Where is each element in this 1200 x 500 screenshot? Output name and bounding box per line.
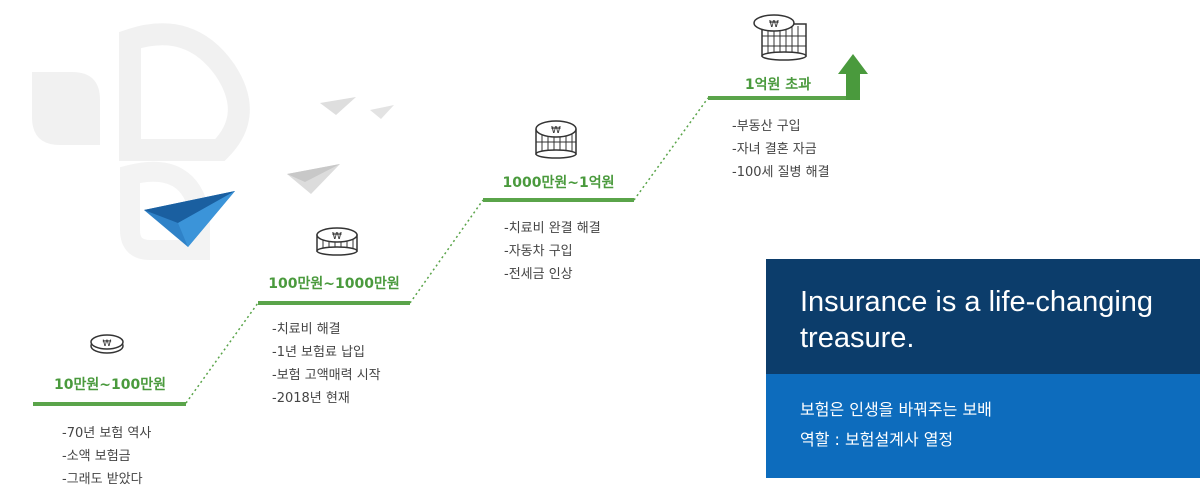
paper-plane-icon xyxy=(287,164,340,194)
svg-text:₩: ₩ xyxy=(551,125,561,136)
list-item: -치료비 완결 해결 xyxy=(504,221,601,236)
banner-text: 보험은 인생을 바꿔주는 보배 역할 : 보험설계사 열정 xyxy=(800,395,992,455)
step-1-list: -70년 보험 역사 -소액 보험금 -그래도 받았다 xyxy=(62,422,151,491)
list-item: -그래도 받았다 xyxy=(62,472,143,487)
svg-text:₩: ₩ xyxy=(769,19,779,30)
banner-bottom xyxy=(766,374,1200,478)
step-3-line xyxy=(483,198,634,202)
coin-stack-icon: ₩ xyxy=(90,334,124,354)
list-item: -70년 보험 역사 xyxy=(62,426,152,441)
list-item: -보험 고액매력 시작 xyxy=(272,368,381,383)
step-2-line xyxy=(258,301,410,305)
step-4-label: 1억원 초과 xyxy=(744,77,812,93)
step-4-list: -부동산 구입 -자녀 결혼 자금 -100세 질병 해결 xyxy=(732,115,830,184)
step-3-list: -치료비 완결 해결 -자동차 구입 -전세금 인상 xyxy=(504,217,601,286)
list-item: -1년 보험료 납입 xyxy=(272,345,365,360)
list-item: -소액 보험금 xyxy=(62,449,131,464)
list-item: -부동산 구입 xyxy=(732,119,801,134)
coin-stack-icon: ₩ xyxy=(535,120,577,159)
coin-stack-icon: ₩ xyxy=(753,14,807,61)
svg-text:₩: ₩ xyxy=(332,231,342,242)
list-item: -100세 질병 해결 xyxy=(732,165,830,180)
list-item: -자동차 구입 xyxy=(504,244,573,259)
step-1-label: 10만원~100만원 xyxy=(54,377,166,393)
paper-plane-icon xyxy=(320,97,356,115)
svg-text:₩: ₩ xyxy=(103,339,112,349)
list-item: -2018년 현재 xyxy=(272,391,350,406)
step-4-line xyxy=(708,96,848,100)
banner-line-2: 역할 : 보험설계사 열정 xyxy=(800,430,954,449)
step-2-label: 100만원~1000만원 xyxy=(268,276,400,292)
banner-title: Insurance is a life-changing treasure. xyxy=(800,286,1154,354)
up-arrow-icon xyxy=(838,54,868,100)
step-2-list: -치료비 해결 -1년 보험료 납입 -보험 고액매력 시작 -2018년 현재 xyxy=(272,318,381,410)
step-1-line xyxy=(33,402,186,406)
banner-top xyxy=(766,259,1200,374)
list-item: -치료비 해결 xyxy=(272,322,341,337)
coin-stack-icon: ₩ xyxy=(316,227,358,256)
step-3-label: 1000만원~1억원 xyxy=(502,175,615,191)
paper-plane-icon xyxy=(144,191,235,247)
list-item: -자녀 결혼 자금 xyxy=(732,142,817,157)
list-item: -전세금 인상 xyxy=(504,267,573,282)
banner-line-1: 보험은 인생을 바꿔주는 보배 xyxy=(800,400,992,419)
paper-plane-icon xyxy=(370,105,394,119)
